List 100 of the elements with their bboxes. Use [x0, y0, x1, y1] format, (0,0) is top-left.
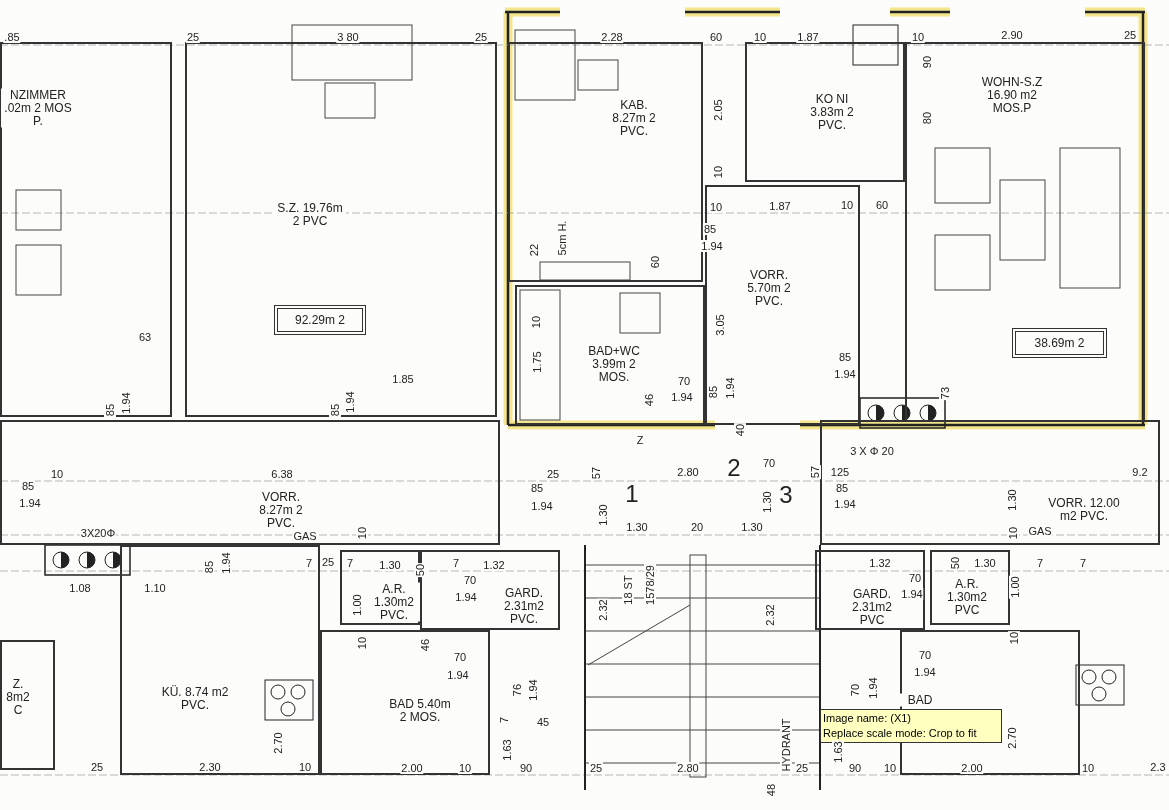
room-outline [745, 42, 905, 182]
plan-label: 25 [185, 31, 201, 43]
plan-label: 60 [649, 254, 661, 270]
plan-label: 10 [1007, 525, 1019, 541]
plan-label: 10 [356, 525, 368, 541]
plan-label: 57 [590, 465, 602, 481]
plan-label: 1.94 [700, 240, 724, 252]
plan-label: 1.94 [867, 676, 879, 700]
room-label: BAD 5.40m 2 MOS. [389, 698, 451, 724]
room-label: KÜ. 8.74 m2 PVC. [159, 686, 231, 712]
plan-label: 25 [473, 31, 489, 43]
room-label: VORR. 12.00 m2 PVC. [1047, 497, 1121, 523]
plan-label: 1.94 [530, 500, 554, 512]
area-label: 38.69m 2 [1034, 336, 1085, 350]
plan-label: 2.80 [676, 762, 700, 774]
plan-label: 22 [528, 242, 540, 258]
plan-label: 3 X Φ 20 [849, 445, 895, 457]
plan-label: 10 [752, 31, 768, 43]
plan-label: 90 [921, 54, 933, 70]
plan-label: 1.94 [120, 391, 132, 415]
plan-label: 1.94 [220, 551, 232, 575]
plan-label: 10 [882, 762, 898, 774]
plan-label: 7 [451, 557, 461, 569]
plan-label: 1.94 [833, 498, 857, 510]
plan-label: 85 [20, 480, 36, 492]
plan-label: 1.30 [378, 559, 402, 571]
plan-label: 70 [917, 649, 933, 661]
plan-label: 1.75 [531, 350, 543, 374]
plan-label: 2.80 [676, 466, 700, 478]
plan-label: 2.00 [400, 762, 424, 774]
plan-label: 70 [462, 574, 478, 586]
plan-label: 1.30 [761, 490, 773, 514]
plan-label: 10 [356, 635, 368, 651]
plan-label: 20 [689, 521, 705, 533]
plan-label: 25 [320, 556, 336, 568]
plan-label: 7 [345, 557, 355, 569]
plan-label: 50 [949, 555, 961, 571]
plan-label: 10 [49, 468, 65, 480]
area-box [274, 305, 366, 335]
plan-label: 10 [297, 761, 313, 773]
plan-label: GAS [1027, 525, 1053, 537]
tooltip-text: Image name: (X1) [823, 711, 913, 726]
plan-label: 2.32 [597, 598, 609, 622]
plan-label: 3.05 [714, 313, 726, 337]
plan-label: 7 [498, 715, 510, 725]
plan-label: 25 [794, 762, 810, 774]
plan-label: 1578/29 [644, 564, 656, 606]
plan-label: Z [635, 434, 645, 446]
plan-label: 1.87 [768, 200, 792, 212]
plan-label: 10 [708, 201, 724, 213]
plan-label: 7 [1078, 557, 1088, 569]
plan-label: 1.94 [670, 391, 694, 403]
plan-label: 63 [137, 331, 153, 343]
plan-label: 85 [104, 402, 116, 418]
plan-label: 1.63 [832, 740, 844, 764]
plan-label: 40 [734, 422, 746, 438]
plan-label: 70 [907, 572, 923, 584]
plan-label: 46 [419, 637, 431, 653]
area-box [1012, 328, 1107, 358]
plan-label: 85 [529, 482, 545, 494]
plan-label: 125 [829, 466, 851, 478]
plan-label: 85 [203, 559, 215, 575]
plan-label: 1.30 [625, 521, 649, 533]
plan-label: 1.30 [1006, 488, 1018, 512]
plan-label: 25 [545, 468, 561, 480]
room-outline [905, 42, 1145, 422]
plan-label: 1.94 [18, 497, 42, 509]
plan-label: 1.94 [900, 588, 924, 600]
plan-label: 70 [849, 682, 861, 698]
plan-label: 60 [874, 199, 890, 211]
plan-label: 48 [765, 782, 777, 798]
plan-label: 1.30 [597, 503, 609, 527]
plan-label: GAS [292, 530, 318, 542]
plan-label: 7 [304, 557, 314, 569]
plan-label: 10 [1080, 762, 1096, 774]
area-label: 92.29m 2 [294, 313, 345, 327]
plan-label: 1.94 [527, 678, 539, 702]
plan-label: 85 [834, 482, 850, 494]
plan-label: 25 [588, 762, 604, 774]
plan-label: 1.30 [973, 557, 997, 569]
room-label: NZIMMER .02m 2 MOS P. [1, 88, 75, 128]
plan-label: 85 [707, 384, 719, 400]
plan-label: HYDRANT [780, 717, 792, 773]
room-outline [0, 640, 55, 770]
plan-label: 90 [518, 762, 534, 774]
plan-label: 1.32 [868, 557, 892, 569]
plan-label: 10 [910, 31, 926, 43]
tooltip-box [820, 709, 1002, 743]
plan-label: 2.00 [960, 762, 984, 774]
room-label: Z. 8m2 C [3, 677, 33, 717]
plan-label: 76 [511, 682, 523, 698]
room-label: S.Z. 19.76m 2 PVC [274, 202, 346, 228]
plan-label: 25 [89, 761, 105, 773]
plan-label: 1.85 [391, 373, 415, 385]
plan-label: 1.32 [482, 559, 506, 571]
plan-label: 7 [1035, 557, 1045, 569]
plan-label: 25 [1122, 29, 1138, 41]
plan-label: 70 [761, 457, 777, 469]
plan-label: 46 [643, 392, 655, 408]
plan-label: 5cm H. [556, 219, 568, 257]
